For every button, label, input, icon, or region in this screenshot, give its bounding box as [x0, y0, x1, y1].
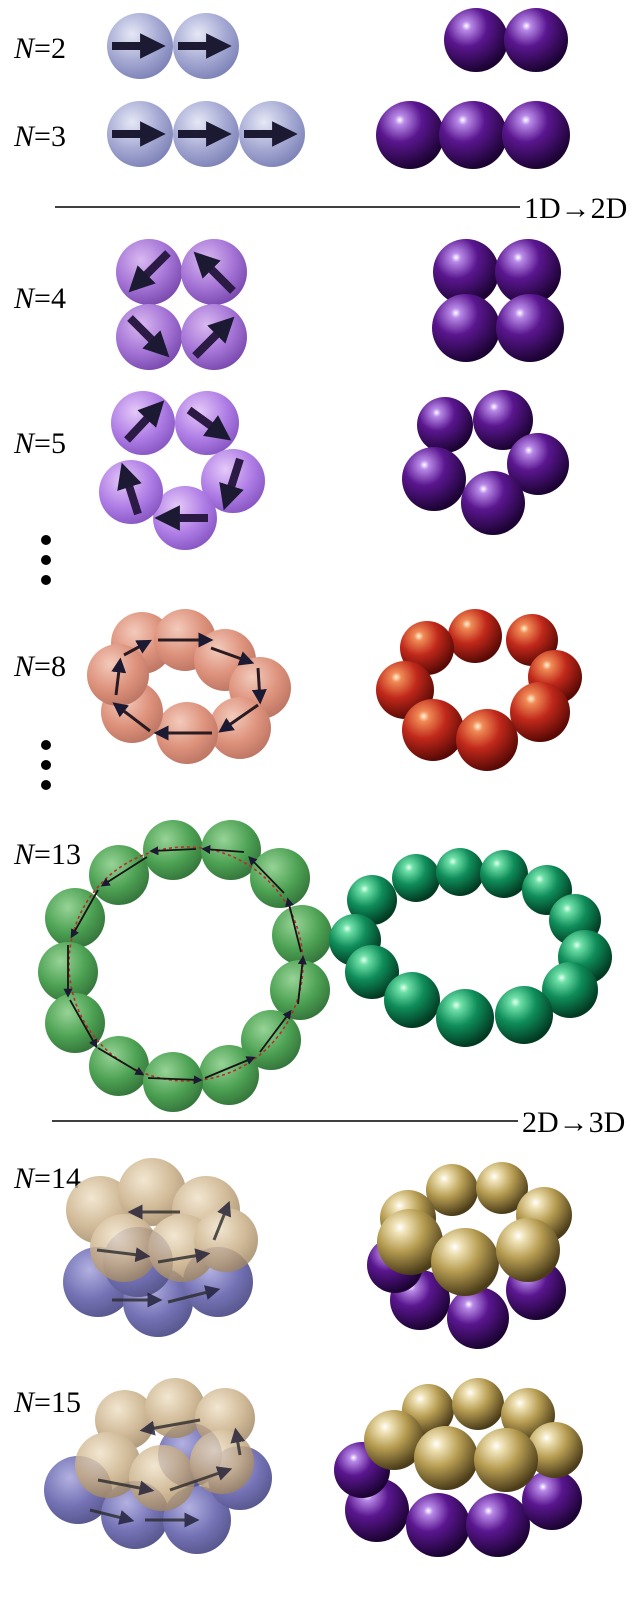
separator-label-2d-3d: 2D→3D: [522, 1106, 625, 1139]
separator-label-1d-2d: 1D→2D: [524, 192, 627, 225]
row-label-n3: N=3: [13, 120, 66, 153]
row-label-n15: N=15: [13, 1386, 81, 1419]
diagram-n4: [116, 239, 247, 370]
photo-n2: [444, 8, 568, 72]
diagram-n5: [99, 391, 265, 550]
row-label-n5: N=5: [13, 427, 66, 460]
row-label-n4: N=4: [13, 282, 66, 315]
photo-n14: [367, 1162, 572, 1349]
ellipsis-dots-2: [41, 740, 51, 790]
ellipsis-dots-1: [41, 535, 51, 585]
photo-n8: [376, 609, 582, 771]
row-label-n14: N=14: [13, 1162, 81, 1195]
photo-n4: [432, 239, 564, 362]
photo-n5: [402, 390, 569, 535]
diagram-n2: [107, 13, 239, 79]
photo-n3: [376, 101, 570, 169]
photo-n13: [329, 848, 612, 1047]
diagram-n14-top-layer: [66, 1158, 258, 1282]
row-label-n2: N=2: [13, 32, 66, 65]
diagram-n3: [107, 101, 305, 167]
diagram-n13: [38, 820, 332, 1112]
row-label-n13: N=13: [13, 838, 81, 871]
row-label-n8: N=8: [13, 650, 66, 683]
photo-n15: [334, 1378, 583, 1557]
